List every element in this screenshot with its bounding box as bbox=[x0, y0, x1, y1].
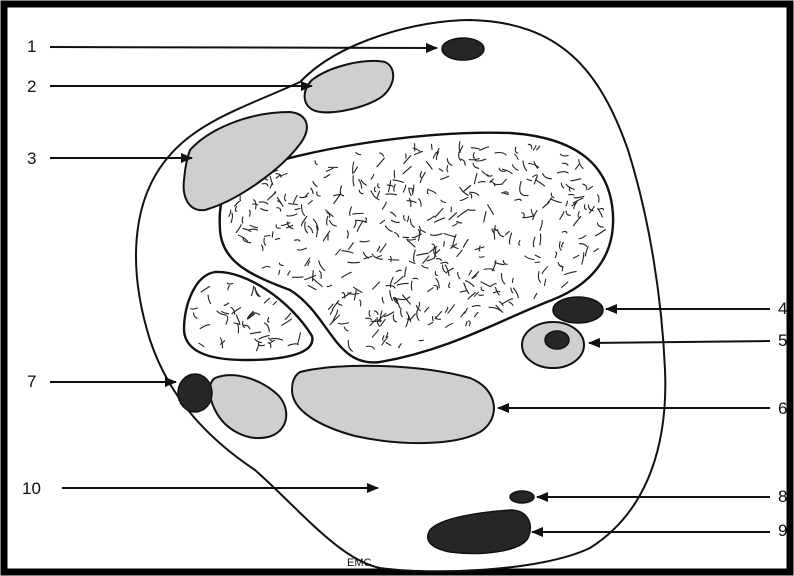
label-7: 7 bbox=[27, 372, 176, 391]
svg-text:9: 9 bbox=[778, 521, 787, 540]
svg-text:5: 5 bbox=[778, 331, 787, 350]
trabecula-mark bbox=[479, 295, 484, 296]
trabecula-mark bbox=[389, 260, 399, 261]
svg-text:1: 1 bbox=[27, 37, 36, 56]
structure-8-vessel bbox=[510, 491, 534, 503]
trabecula-mark bbox=[535, 262, 540, 263]
structure-7-vessel bbox=[178, 374, 212, 412]
trabecula-mark bbox=[348, 262, 360, 263]
structure-5-vessel bbox=[545, 331, 569, 349]
svg-text:8: 8 bbox=[778, 487, 787, 506]
trabecula-mark bbox=[444, 241, 445, 246]
label-2: 2 bbox=[27, 77, 312, 96]
trabecula-mark bbox=[494, 229, 495, 239]
svg-text:7: 7 bbox=[27, 372, 36, 391]
svg-text:4: 4 bbox=[778, 299, 787, 318]
trabecula-mark bbox=[432, 144, 433, 149]
credit-emc: EMC bbox=[347, 557, 372, 569]
structure-1-vessel bbox=[442, 38, 484, 60]
trabecula-mark bbox=[459, 142, 460, 151]
trabecula-mark bbox=[313, 271, 314, 281]
svg-text:10: 10 bbox=[22, 479, 41, 498]
structure-4-vessel bbox=[553, 297, 603, 323]
trabecula-mark bbox=[272, 232, 273, 237]
trabecula-mark bbox=[242, 217, 243, 223]
svg-text:2: 2 bbox=[27, 77, 36, 96]
trabecula-mark bbox=[371, 321, 381, 322]
trabecula-mark bbox=[479, 257, 484, 258]
svg-text:3: 3 bbox=[27, 149, 36, 168]
svg-text:6: 6 bbox=[778, 399, 787, 418]
